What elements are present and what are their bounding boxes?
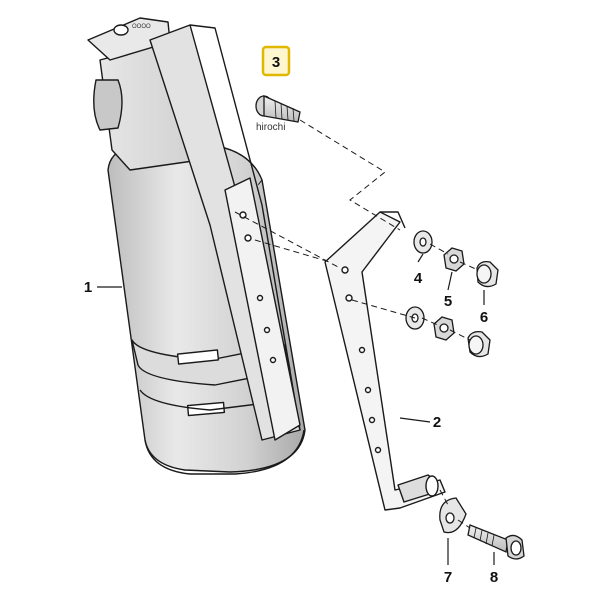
washer-upper[interactable] [413,230,433,254]
callout-1: 1 [84,279,92,296]
mounting-bracket[interactable] [324,211,446,511]
svg-text:OOOO: OOOO [132,24,151,30]
clip-washer[interactable] [439,497,467,534]
callout-5: 5 [444,293,452,310]
callout-7: 7 [444,569,452,586]
socket-head-screw[interactable] [467,524,525,560]
nut-upper[interactable] [443,247,465,272]
callout-2: 2 [433,414,441,431]
callout-6: 6 [480,309,488,326]
assembly-lines [234,119,479,529]
callout-highlight-3 [261,45,291,77]
bolt[interactable] [255,94,301,123]
callout-3: 3 [272,54,280,71]
callout-4: 4 [414,270,423,287]
cap-upper[interactable] [476,260,499,288]
cap-lower[interactable] [467,330,491,358]
watermark-text: hirochi [256,122,285,133]
extinguisher-mount-strip [224,177,301,441]
callout-8: 8 [490,569,498,586]
nut-lower[interactable] [433,316,455,341]
leader-lines [97,253,495,565]
